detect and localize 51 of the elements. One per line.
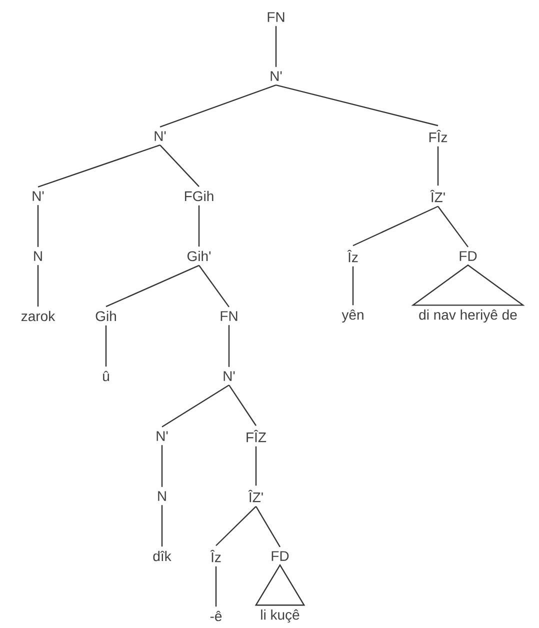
tree-label: Gih — [96, 310, 116, 322]
tree-label: N' — [224, 371, 235, 381]
tree-label: FN — [220, 311, 238, 321]
tree-label: Gih' — [187, 250, 211, 262]
tree-label: N — [158, 491, 166, 501]
branch-line — [276, 84, 438, 126]
branch-line — [198, 205, 200, 247]
tree-label: FÎz — [429, 130, 448, 142]
branch-line — [216, 506, 256, 546]
branch-line — [161, 445, 163, 487]
branch-line — [160, 84, 276, 128]
tree-label: FD — [460, 251, 477, 261]
branch-line — [228, 325, 230, 367]
branch-line — [215, 566, 217, 607]
branch-line — [38, 144, 160, 188]
tree-label: Îz — [347, 250, 358, 262]
tree-label: -ê — [210, 610, 222, 622]
branch-line — [438, 206, 468, 248]
branch-line — [160, 144, 200, 187]
branch-line — [198, 265, 230, 308]
tree-label: FD — [272, 551, 289, 561]
tree-label: ÎZ' — [430, 190, 445, 202]
tree-label: li kuçê — [261, 609, 300, 623]
tree-label: FGih — [184, 190, 214, 202]
branch-line — [255, 446, 257, 486]
tree-label: FN — [268, 12, 284, 22]
tree-label: N' — [156, 431, 168, 441]
tree-label: di nav heriyê de — [419, 309, 517, 323]
tree-label: dîk — [153, 550, 172, 562]
branch-line — [162, 384, 230, 428]
tree-label: N — [34, 251, 42, 261]
tree-label: N' — [270, 71, 282, 81]
branch-line — [106, 264, 200, 308]
branch-line — [255, 506, 281, 548]
tree-label: N' — [154, 131, 166, 141]
tree-label: yên — [342, 309, 364, 323]
tree-label: ÎZ' — [248, 490, 263, 502]
branch-line — [161, 505, 163, 547]
tree-label: zarok — [21, 310, 56, 322]
branch-line — [352, 206, 438, 246]
branch-line — [275, 26, 277, 67]
tree-label: Îz — [210, 550, 221, 562]
branch-line — [105, 325, 107, 367]
branch-line — [352, 266, 354, 306]
tree-label: N' — [32, 191, 44, 201]
branch-line — [37, 265, 39, 307]
branch-line — [228, 384, 256, 426]
branch-line — [437, 146, 439, 186]
tree-label: û — [103, 370, 109, 382]
tree-label: FÎZ — [246, 430, 266, 442]
branch-line — [37, 205, 39, 247]
